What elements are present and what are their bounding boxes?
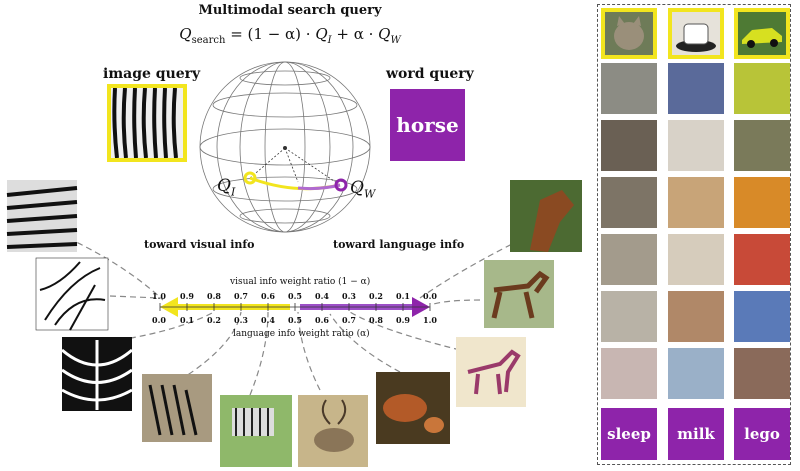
coffee-query-image[interactable] (668, 8, 724, 59)
category-lego[interactable]: lego (734, 408, 790, 460)
category-milk[interactable]: milk (668, 408, 724, 460)
visual-tick: 0.4 (315, 291, 329, 301)
language-tick: 0.1 (180, 315, 194, 325)
toward-visual-label: toward visual info (144, 238, 255, 251)
zebra-herd-thumb (6, 180, 78, 252)
q-w-label: QW (350, 178, 376, 201)
result-car-6[interactable] (734, 348, 790, 399)
visual-tick: 0.3 (342, 291, 356, 301)
two-zebras-thumb (142, 374, 212, 442)
kudu-thumb (298, 395, 368, 467)
result-cat-2[interactable] (601, 120, 657, 171)
cat-query-image[interactable] (601, 8, 657, 59)
horse-head-thumb (510, 180, 582, 252)
result-car-3[interactable] (734, 177, 790, 228)
visual-ratio-label: visual info weight ratio (1 − α) (230, 277, 371, 287)
language-ratio-label: language info weight ratio (α) (233, 329, 370, 339)
result-coffee-2[interactable] (668, 120, 724, 171)
result-car-5[interactable] (734, 291, 790, 342)
results-panel (597, 4, 791, 465)
result-coffee-3[interactable] (668, 177, 724, 228)
result-cat-5[interactable] (601, 291, 657, 342)
car-query-image[interactable] (734, 8, 790, 59)
visual-tick: 0.8 (207, 291, 221, 301)
result-coffee-4[interactable] (668, 234, 724, 285)
result-car-1[interactable] (734, 63, 790, 114)
visual-tick: 0.6 (261, 291, 275, 301)
zebra-stripes-image (111, 88, 183, 158)
result-coffee-1[interactable] (668, 63, 724, 114)
diagram-title: Multimodal search query (198, 3, 382, 18)
result-cat-6[interactable] (601, 348, 657, 399)
result-coffee-6[interactable] (668, 348, 724, 399)
word-query-label: word query (386, 66, 474, 82)
visual-tick: 1.0 (152, 291, 166, 301)
language-tick: 0.6 (315, 315, 329, 325)
result-car-4[interactable] (734, 234, 790, 285)
language-tick: 1.0 (423, 315, 437, 325)
cat-icon (605, 12, 653, 55)
coffee-cup-icon (672, 12, 720, 55)
antelope-thumb (376, 372, 450, 444)
image-query-thumbnail[interactable] (107, 84, 187, 162)
q-i-label: QI (217, 176, 236, 199)
race-car-icon (738, 12, 786, 55)
toward-language-label: toward language info (333, 238, 465, 251)
q-i-marker (243, 171, 257, 185)
visual-tick: 0.0 (423, 291, 437, 301)
language-tick: 0.4 (261, 315, 275, 325)
visual-tick: 0.5 (288, 291, 302, 301)
result-coffee-5[interactable] (668, 291, 724, 342)
zebra-face-pattern-thumb (61, 337, 133, 411)
leaf-pattern-thumb (35, 257, 109, 331)
weight-slider (159, 297, 431, 317)
result-cat-3[interactable] (601, 177, 657, 228)
visual-tick: 0.9 (180, 291, 194, 301)
language-tick: 0.9 (396, 315, 410, 325)
language-tick: 0.8 (369, 315, 383, 325)
q-w-marker (334, 178, 348, 192)
language-tick: 0.3 (234, 315, 248, 325)
visual-tick: 0.2 (369, 291, 383, 301)
horse-drawing-thumb (456, 337, 526, 407)
query-formula: Qsearch = (1 − α) · QI + α · QW (179, 25, 401, 46)
language-tick: 0.0 (152, 315, 166, 325)
image-query-label: image query (103, 66, 201, 82)
visual-tick: 0.1 (396, 291, 410, 301)
word-query-box[interactable]: horse (390, 89, 465, 161)
result-cat-1[interactable] (601, 63, 657, 114)
result-cat-4[interactable] (601, 234, 657, 285)
category-sleep[interactable]: sleep (601, 408, 657, 460)
visual-tick: 0.7 (234, 291, 248, 301)
language-tick: 0.2 (207, 315, 221, 325)
embedding-sphere (199, 61, 371, 233)
diagram-canvas (6, 61, 582, 467)
result-car-2[interactable] (734, 120, 790, 171)
zebra-field-thumb (220, 395, 292, 467)
language-tick: 0.7 (342, 315, 356, 325)
horse-trotting-thumb (484, 260, 554, 328)
language-tick: 0.5 (288, 315, 302, 325)
